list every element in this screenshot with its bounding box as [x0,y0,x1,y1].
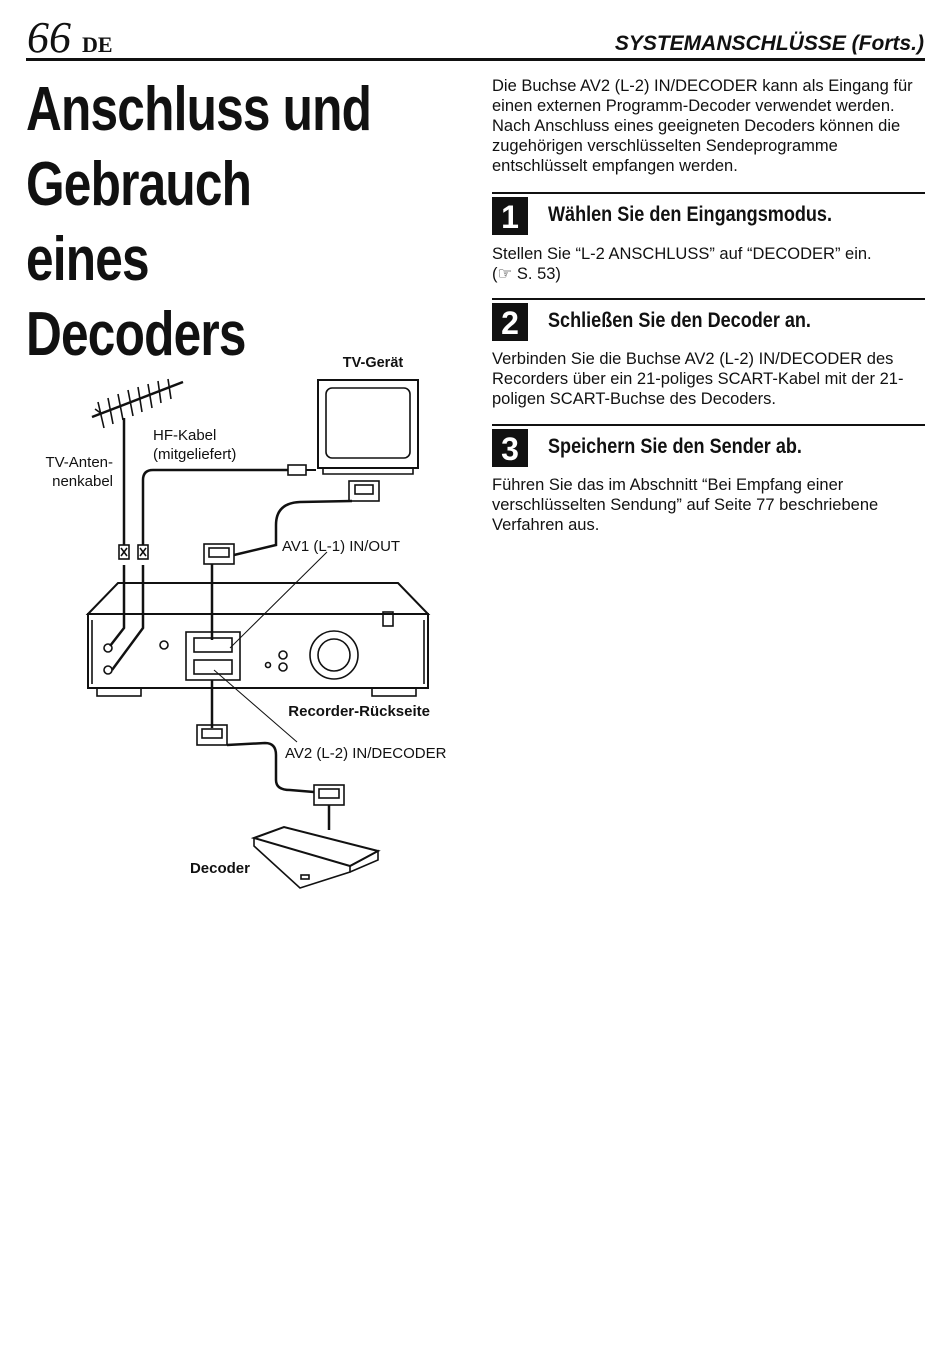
step-3-rule [492,424,925,426]
hf-cable-label: HF-Kabel [153,427,216,444]
step-2-number: 2 [492,303,528,341]
language-code: DE [82,32,113,57]
page-number: 66 [27,13,71,62]
step-1-page-ref: S. 53 [516,265,556,283]
antenna-icon [91,378,184,429]
antenna-cable-label: TV-Anten- [45,454,113,471]
tv-label: TV-Gerät [343,355,404,371]
tv-icon [317,379,419,475]
step-2-rule [492,298,925,300]
scart-cable-av1 [233,499,353,557]
scart-cable-av2 [226,741,315,794]
step-3-number: 3 [492,429,528,467]
hf-cable-sublabel: (mitgeliefert) [153,446,236,463]
page-title: Anschluss und Gebrauch eines Decoders [26,72,378,372]
header-rule [26,58,925,61]
av1-label: AV1 (L-1) IN/OUT [282,538,400,555]
step-2-heading: Schließen Sie den Decoder an. [548,309,811,332]
intro-paragraph: Die Buchse AV2 (L-2) IN/DECODER kann als… [492,77,913,175]
step-2-text: Verbinden Sie die Buchse AV2 (L-2) IN/DE… [492,350,904,408]
page-title-line-2: Gebrauch eines [26,150,252,294]
step-1-number: 1 [492,197,528,235]
page-title-line-1: Anschluss und [26,75,372,144]
page-title-line-3: Decoders [26,300,246,369]
step-1-instruction: Stellen Sie “L-2 ANSCHLUSS” auf “DECODER… [492,245,872,263]
recorder-label: Recorder-Rückseite [288,703,430,720]
hf-cable [141,468,288,545]
decoder-label: Decoder [190,860,250,877]
step-1-heading: Wählen Sie den Eingangsmodus. [548,203,832,226]
pointing-hand-icon: ☞ [497,265,513,283]
step-1-text: Stellen Sie “L-2 ANSCHLUSS” auf “DECODER… [492,244,928,284]
av2-label: AV2 (L-2) IN/DECODER [285,745,447,762]
connection-diagram: TV-Gerät HF-Kabel (mitgeliefert) TV-Ante… [45,355,447,889]
step-3-heading: Speichern Sie den Sender ab. [548,435,802,458]
section-title: SYSTEMANSCHLÜSSE (Forts.) [614,32,924,55]
scart-plug-icon [196,724,345,806]
antenna-cable-label-2: nenkabel [52,473,113,490]
step-1-rule [492,192,925,194]
step-1-reference: (☞ S. 53) [492,265,561,283]
decoder-icon [250,825,381,889]
step-3-text: Führen Sie das im Abschnitt “Bei Empfang… [492,476,879,534]
rf-plug-icon [118,464,316,560]
recorder-icon [85,582,431,697]
